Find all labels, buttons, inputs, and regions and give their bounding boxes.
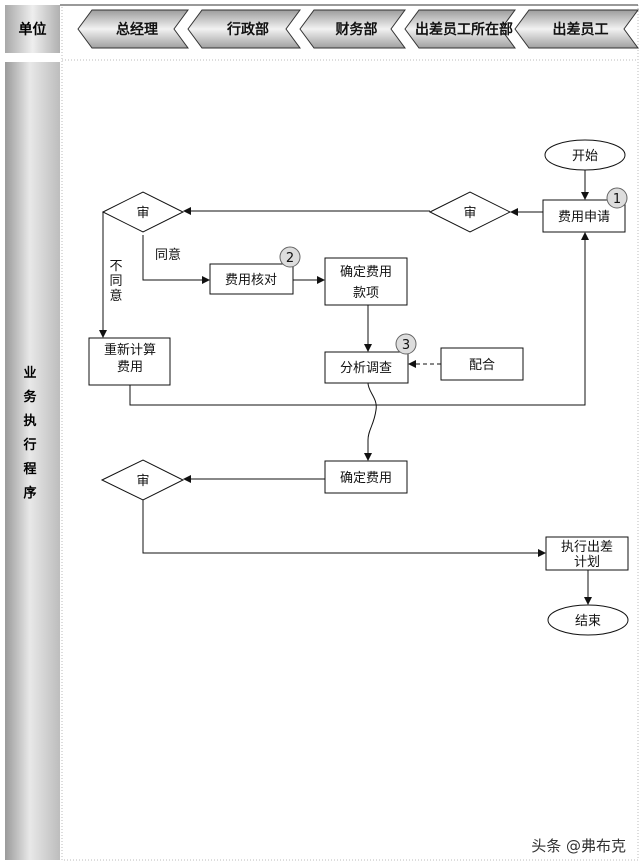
- sidebar-label: 业 务 执 行 程 序: [18, 362, 42, 506]
- step-marker-3: 3: [395, 333, 417, 355]
- sidebar-char: 行: [23, 438, 37, 453]
- review-label: 审: [136, 474, 149, 489]
- cooperate-node: [440, 347, 524, 381]
- step-marker-label: 1: [613, 192, 621, 207]
- cooperate-label: 配合: [469, 358, 495, 373]
- resubmit-connector: [129, 232, 589, 406]
- sidebar-char: 执: [23, 414, 37, 429]
- sidebar-char: 序: [23, 486, 37, 501]
- confirm-items-label: 款项: [353, 286, 379, 301]
- confirm-items-label: 确定费用: [340, 265, 392, 280]
- execute-label: 计划: [574, 555, 600, 570]
- disagree-label: 意: [109, 288, 122, 304]
- review-diamond-2: [101, 191, 185, 233]
- confirm-items-node: [324, 257, 408, 306]
- lane-header-2: [187, 9, 301, 49]
- lane-header-label: 财务部: [335, 21, 378, 38]
- analyze-label: 分析调查: [340, 361, 392, 376]
- lane-header-1: [77, 9, 189, 49]
- recalc-label: 重新计算: [104, 342, 156, 358]
- check-label: 费用核对: [225, 273, 277, 288]
- review-label: 审: [136, 206, 149, 221]
- sidebar-char: 务: [23, 390, 37, 405]
- recalc-label: 费用: [117, 360, 143, 375]
- disagree-label: 不: [109, 259, 122, 274]
- confirm-node: [324, 460, 408, 494]
- sidebar-char: 业: [23, 366, 37, 381]
- step-marker-circle: [395, 333, 417, 355]
- end-node: [547, 604, 629, 636]
- lane-header-label: 出差员工所在部: [415, 21, 513, 38]
- curved-connector: [364, 382, 377, 461]
- lane-headers: 总经理 行政部 财务部 出差员工所在部 出差员工: [77, 9, 639, 49]
- lane-header-3: [299, 9, 406, 49]
- step-marker-circle: [279, 246, 301, 268]
- lane-header-label: 总经理: [116, 21, 158, 38]
- review-label: 审: [463, 206, 476, 221]
- agree-connector: [142, 235, 210, 284]
- watermark: 头条 @弗布克: [531, 837, 626, 855]
- step-marker-label: 2: [286, 251, 294, 266]
- confirm-label: 确定费用: [340, 471, 392, 486]
- lane-border: [61, 4, 639, 861]
- sidebar-column: [5, 62, 60, 860]
- step-marker-circle: [606, 187, 628, 209]
- apply-label: 费用申请: [558, 210, 610, 225]
- start-label: 开始: [572, 149, 598, 164]
- review-diamond-1: [428, 191, 512, 233]
- arrow-connector: [142, 500, 546, 557]
- recalc-node: [88, 337, 171, 386]
- end-label: 结束: [575, 614, 601, 629]
- lane-header-4: [404, 9, 516, 49]
- execute-node: [545, 536, 629, 571]
- unit-label: 单位: [18, 22, 47, 38]
- lane-header-label: 出差员工: [553, 21, 609, 38]
- check-node: [209, 263, 294, 295]
- analyze-node: [324, 351, 409, 384]
- lane-header-label: 行政部: [226, 21, 269, 38]
- unit-header: 单位: [5, 5, 60, 53]
- execute-label: 执行出差: [561, 540, 613, 555]
- disagree-label: 同: [109, 274, 122, 289]
- step-marker-label: 3: [402, 338, 410, 353]
- review-diamond-3: [100, 459, 185, 501]
- step-marker-1: 1: [606, 187, 628, 209]
- lane-header-5: [514, 9, 639, 49]
- sidebar-char: 程: [23, 462, 37, 477]
- step-marker-2: 2: [279, 246, 301, 268]
- agree-label: 同意: [155, 247, 181, 263]
